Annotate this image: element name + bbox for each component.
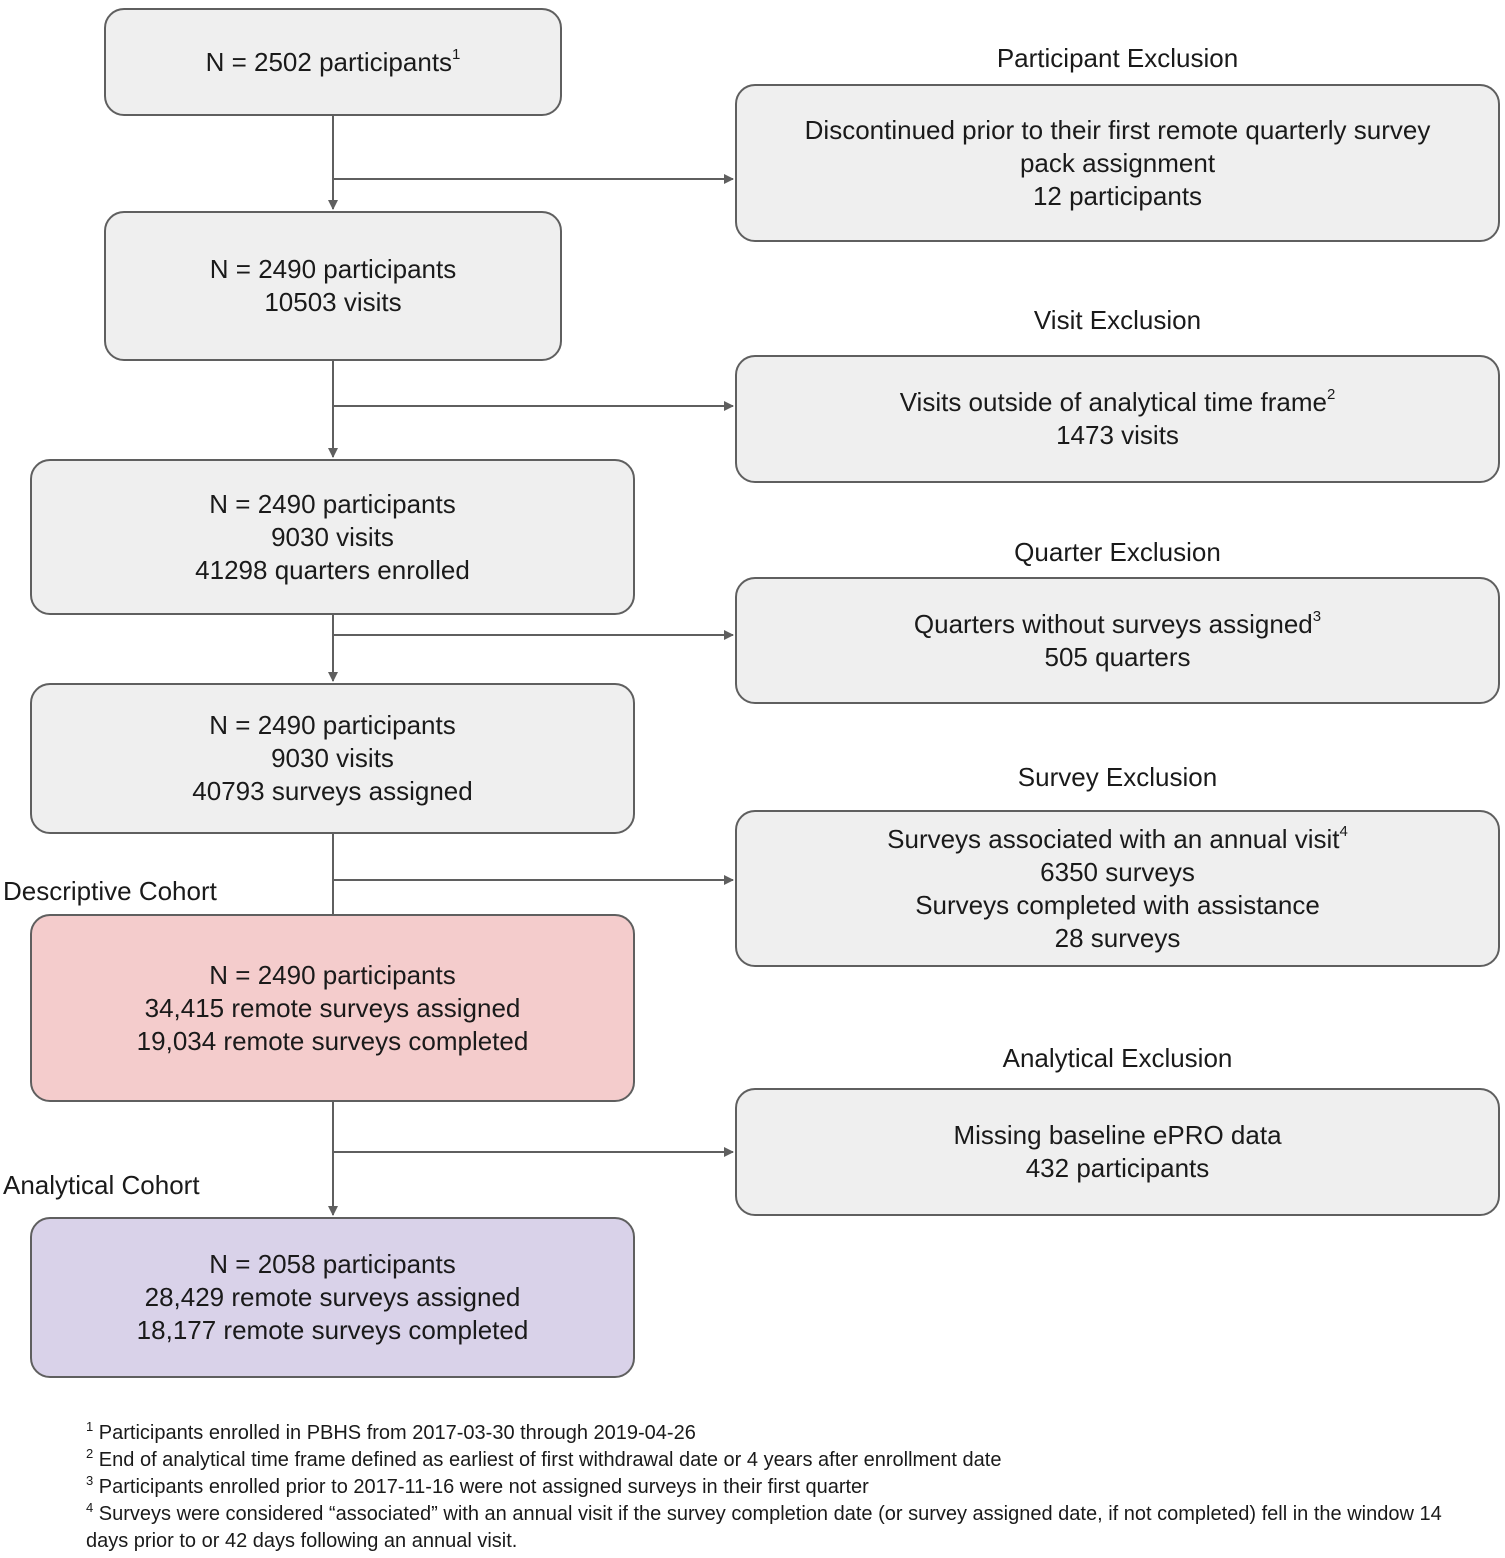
- box-survey-exclusion: Surveys associated with an annual visit4…: [735, 810, 1500, 967]
- box-text: 432 participants: [1025, 1153, 1210, 1183]
- box-text: 505 quarters: [1044, 641, 1191, 672]
- box-text: 28,429 remote surveys assigned: [144, 1282, 521, 1312]
- box-descriptive-cohort: N = 2490 participants 34,415 remote surv…: [30, 914, 635, 1102]
- box-text: N = 2490 participants: [209, 959, 456, 990]
- footnote-2: 2 End of analytical time frame defined a…: [86, 1446, 1002, 1471]
- box-text: Quarters without surveys assigned3: [913, 607, 1322, 639]
- survey-exclusion-title: Survey Exclusion: [1017, 762, 1218, 792]
- box-text: N = 2490 participants: [209, 254, 457, 284]
- box-text: 9030 visits: [271, 521, 394, 552]
- quarter-exclusion-title: Quarter Exclusion: [1014, 537, 1221, 567]
- footnote-4: 4 Surveys were considered “associated” w…: [86, 1500, 1442, 1552]
- analytical-exclusion-title: Analytical Exclusion: [1002, 1043, 1233, 1073]
- box-text: 28 surveys: [1054, 922, 1181, 953]
- box-text: 18,177 remote surveys completed: [136, 1315, 529, 1345]
- box-text: 12 participants: [1032, 180, 1203, 211]
- box-visit-exclusion: Visits outside of analytical time frame2…: [735, 355, 1500, 483]
- analytical-cohort-label: Analytical Cohort: [3, 1170, 200, 1200]
- box-text: 6350 surveys: [1040, 856, 1195, 887]
- box-surveys-assigned: N = 2490 participants 9030 visits 40793 …: [30, 683, 635, 834]
- box-text: 19,034 remote surveys completed: [136, 1025, 529, 1056]
- box-text: 41298 quarters enrolled: [195, 554, 470, 585]
- box-text: Surveys associated with an annual visit4: [887, 822, 1348, 854]
- box-text: N = 2490 participants: [209, 710, 456, 740]
- descriptive-cohort-label: Descriptive Cohort: [3, 876, 217, 906]
- box-text: N = 2490 participants: [209, 488, 456, 519]
- box-text: Visits outside of analytical time frame2: [899, 386, 1336, 417]
- box-analytical-exclusion: Missing baseline ePRO data 432 participa…: [735, 1088, 1500, 1216]
- box-text: 1473 visits: [1056, 420, 1179, 450]
- box-participant-exclusion: Discontinued prior to their first remote…: [735, 84, 1500, 242]
- box-text: Surveys completed with assistance: [915, 889, 1320, 920]
- box-text: Missing baseline ePRO data: [953, 1120, 1282, 1150]
- box-participants-visits: N = 2490 participants 10503 visits: [104, 211, 562, 361]
- box-text: 34,415 remote surveys assigned: [144, 992, 521, 1023]
- footnote-1: 1 Participants enrolled in PBHS from 201…: [86, 1419, 696, 1444]
- box-text: 9030 visits: [271, 743, 394, 773]
- visit-exclusion-title: Visit Exclusion: [1033, 305, 1202, 335]
- participant-exclusion-title: Participant Exclusion: [996, 43, 1239, 73]
- box-analytical-cohort: N = 2058 participants 28,429 remote surv…: [30, 1217, 635, 1378]
- box-text: N = 2502 participants1: [205, 45, 461, 77]
- box-quarter-exclusion: Quarters without surveys assigned3 505 q…: [735, 577, 1500, 704]
- box-text: pack assignment: [1019, 147, 1216, 178]
- footnote-3: 3 Participants enrolled prior to 2017-11…: [86, 1473, 869, 1498]
- box-text: N = 2058 participants: [209, 1249, 456, 1279]
- box-quarters-enrolled: N = 2490 participants 9030 visits 41298 …: [30, 459, 635, 615]
- box-text: 10503 visits: [264, 287, 402, 317]
- box-text: Discontinued prior to their first remote…: [804, 114, 1431, 145]
- box-text: 40793 surveys assigned: [192, 776, 473, 806]
- box-enrolled-participants: N = 2502 participants1: [104, 8, 562, 116]
